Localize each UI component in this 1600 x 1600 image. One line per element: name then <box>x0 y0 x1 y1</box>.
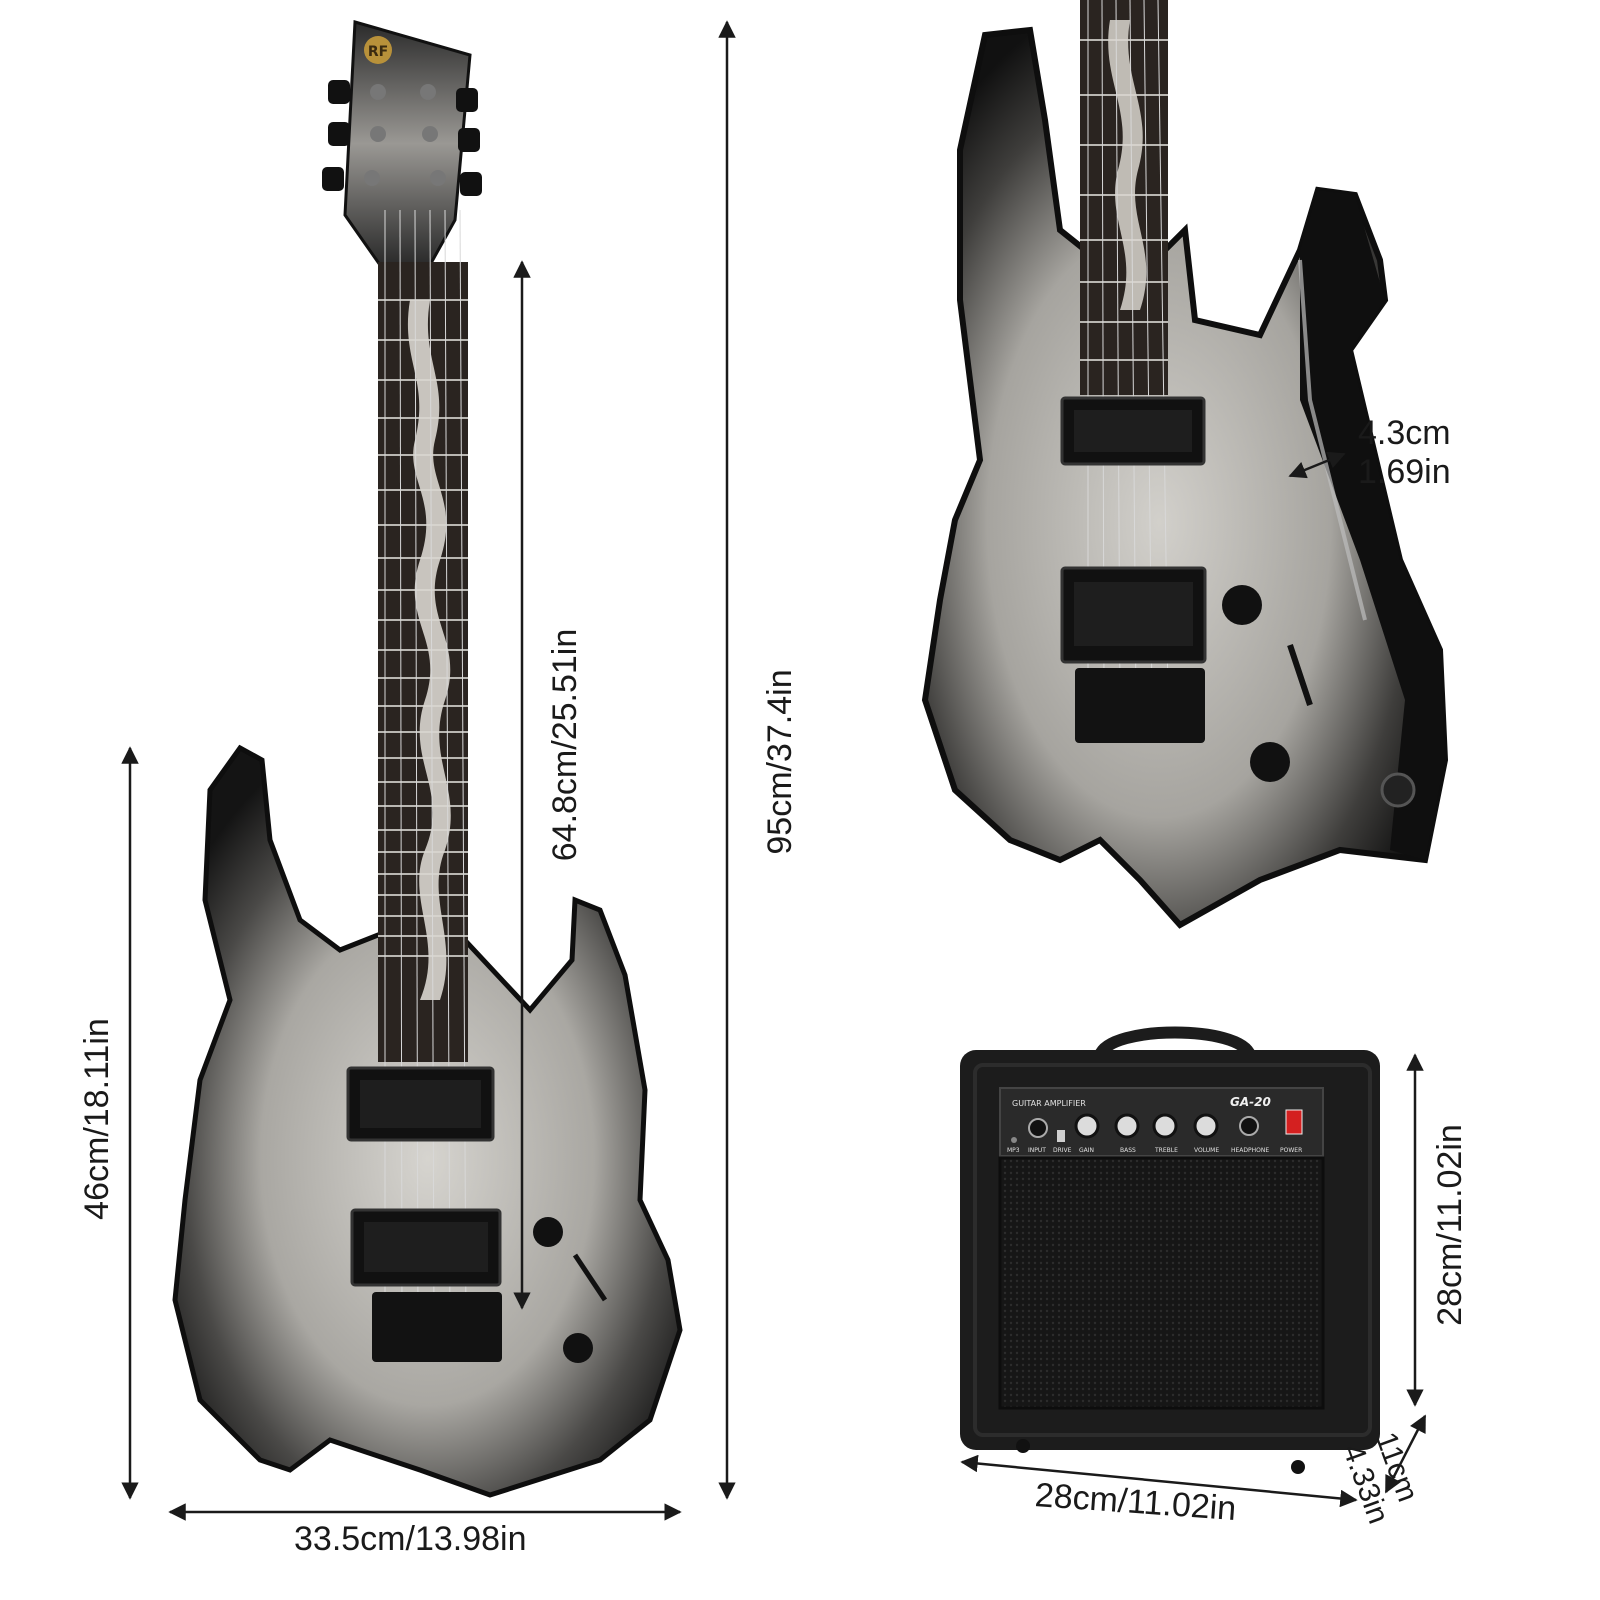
closeup-bridge <box>1075 668 1205 743</box>
label-treble: TREBLE <box>1154 1147 1178 1154</box>
body-width-label: 33.5cm/13.98in <box>294 1520 527 1558</box>
tone-knob <box>563 1333 593 1363</box>
label-power: POWER <box>1280 1147 1302 1154</box>
input-jack <box>1028 1118 1048 1138</box>
gain-knob <box>1074 1113 1100 1139</box>
closeup-selector-switch <box>1287 644 1313 706</box>
strings <box>384 209 467 1331</box>
pickup-selector-switch <box>572 1253 608 1302</box>
output-jack <box>1380 772 1416 808</box>
scale-length-label: 64.8cm/25.51in <box>546 628 584 862</box>
closeup-volume-knob <box>1222 585 1262 625</box>
amp-model: GA-20 <box>1230 1095 1271 1109</box>
tuning-pegs <box>322 80 482 196</box>
label-bass: BASS <box>1120 1147 1136 1154</box>
label-mp3: MP3 <box>1007 1147 1020 1154</box>
label-headphone: HEADPHONE <box>1231 1147 1269 1154</box>
flame-inlays <box>407 300 451 1000</box>
dimension-arrows <box>121 20 1427 1521</box>
power-switch <box>1285 1109 1303 1135</box>
speaker-grille <box>998 1156 1325 1410</box>
headstock <box>343 20 472 267</box>
headstock-logo-badge <box>364 36 392 64</box>
thickness-in-label: 1.69in <box>1358 453 1451 492</box>
label-drive: DRIVE <box>1053 1147 1072 1154</box>
body-length-label: 46cm/18.11in <box>78 1018 116 1220</box>
closeup-tone-knob <box>1250 742 1290 782</box>
bass-knob <box>1114 1113 1140 1139</box>
arrow-amp-width <box>960 1454 1358 1508</box>
amp-panel-title: GUITAR AMPLIFIER <box>1012 1099 1086 1108</box>
thickness-label: 4.3cm 1.69in <box>1358 414 1451 492</box>
amp-height-label: 28cm/11.02in <box>1431 1124 1469 1326</box>
total-length-label: 95cm/37.4in <box>761 669 799 855</box>
label-volume: VOLUME <box>1194 1147 1219 1154</box>
label-input: INPUT <box>1028 1147 1046 1154</box>
thickness-cm-label: 4.3cm <box>1358 414 1451 452</box>
headphone-jack <box>1239 1116 1259 1136</box>
treble-knob <box>1152 1113 1178 1139</box>
mp3-jack <box>1011 1137 1017 1143</box>
volume-knob-amp <box>1193 1113 1219 1139</box>
closeup-body-edge <box>1300 190 1445 860</box>
drive-switch <box>1057 1130 1065 1142</box>
volume-knob <box>533 1217 563 1247</box>
amp-handle <box>1094 1026 1256 1059</box>
bridge <box>372 1292 502 1362</box>
label-gain: GAIN <box>1079 1147 1094 1154</box>
guitar-front-view: RF <box>172 20 683 1498</box>
amplifier: GUITAR AMPLIFIER GA-20 MP3 INPUT DRIVE G… <box>960 1026 1380 1474</box>
headstock-logo: RF <box>368 44 388 60</box>
arrow-thickness <box>1288 451 1346 479</box>
guitar-body-closeup <box>921 0 1449 929</box>
arrow-amp-depth <box>1384 1414 1427 1494</box>
